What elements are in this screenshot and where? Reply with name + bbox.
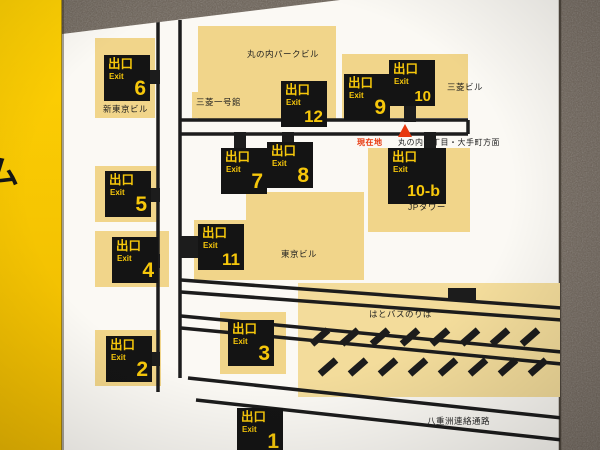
exit-kanji: 出口 <box>348 76 374 90</box>
exit-en: Exit <box>394 77 409 86</box>
exit-kanji: 出口 <box>271 144 297 158</box>
exit-number: 1 <box>267 430 279 450</box>
building-label-marunouchi-park: 丸の内パークビル <box>247 49 320 59</box>
yellow-sign <box>0 0 62 450</box>
exit-marker-3: 出口 Exit 3 <box>228 320 274 366</box>
exit-number: 4 <box>142 259 154 282</box>
exit-number: 10-b <box>407 183 440 200</box>
exit-number: 8 <box>297 164 309 187</box>
exit-number: 12 <box>304 107 323 126</box>
exit-kanji: 出口 <box>108 57 134 71</box>
exit-en: Exit <box>286 98 301 107</box>
left-sign-character: ム <box>0 154 20 190</box>
exit-marker-10b: 出口 Exit 10-b <box>388 148 446 204</box>
exit-marker-12: 出口 Exit 12 <box>281 81 327 127</box>
building-label-mitsubishi: 三菱ビル <box>447 82 484 92</box>
exit-kanji: 出口 <box>393 62 419 76</box>
exit-marker-1: 出口 Exit 1 <box>237 408 283 450</box>
exit-number: 10 <box>414 88 431 105</box>
exit-kanji: 出口 <box>202 226 228 240</box>
exit-kanji: 出口 <box>392 150 418 164</box>
exit-en: Exit <box>226 165 241 174</box>
building-label-shintokyo: 新東京ビル <box>103 104 149 114</box>
exit-number: 11 <box>222 250 240 269</box>
exit-en: Exit <box>117 254 132 263</box>
current-location-label: 現在地 <box>357 138 383 147</box>
exit-en: Exit <box>110 188 125 197</box>
exit-marker-8: 出口 Exit 8 <box>267 142 313 188</box>
exit-kanji: 出口 <box>116 239 142 253</box>
current-location-triangle-icon <box>398 124 412 137</box>
exit-kanji: 出口 <box>110 338 136 352</box>
exit-marker-6: 出口 Exit 6 <box>104 55 150 101</box>
area-label-yaesu-passage: 八重洲連絡通路 <box>427 416 491 426</box>
exit-kanji: 出口 <box>232 322 258 336</box>
exit-marker-4: 出口 Exit 4 <box>112 237 158 283</box>
building-tokyo <box>246 192 364 280</box>
exit-number: 3 <box>258 342 270 365</box>
exit-number: 2 <box>136 358 148 381</box>
building-label-tokyo: 東京ビル <box>281 249 318 259</box>
exit-en: Exit <box>111 353 126 362</box>
exit-marker-11: 出口 Exit 11 <box>198 224 244 270</box>
exit-en: Exit <box>233 337 248 346</box>
exit-kanji: 出口 <box>225 150 251 164</box>
exit-kanji: 出口 <box>241 410 267 424</box>
exit-marker-9: 出口 Exit 9 <box>344 74 390 120</box>
exit-number: 9 <box>374 96 386 119</box>
bus-icon <box>448 288 476 300</box>
sign-poster-gap <box>61 0 64 450</box>
direction-label: 丸の内一丁目・大手町方面 <box>398 138 500 147</box>
exit-en: Exit <box>109 72 124 81</box>
exit-en: Exit <box>242 425 257 434</box>
exit-en: Exit <box>272 159 287 168</box>
exit-marker-7: 出口 Exit 7 <box>221 148 267 194</box>
exit-marker-2: 出口 Exit 2 <box>106 336 152 382</box>
area-label-hato-bus: はとバスのりば <box>369 309 433 319</box>
exit-number: 5 <box>135 193 147 216</box>
exit-marker-5: 出口 Exit 5 <box>105 171 151 217</box>
exit-en: Exit <box>393 165 408 174</box>
exit-en: Exit <box>349 91 364 100</box>
building-label-ichigokan: 三菱一号館 <box>196 97 242 107</box>
exit-number: 7 <box>251 170 263 193</box>
exit-kanji: 出口 <box>109 173 135 187</box>
building-label-jp-tower: JPタワー <box>408 202 446 212</box>
exit-number: 6 <box>134 77 146 100</box>
exit-marker-10: 出口 Exit 10 <box>389 60 435 106</box>
exit-kanji: 出口 <box>285 83 311 97</box>
exit-en: Exit <box>203 241 218 250</box>
